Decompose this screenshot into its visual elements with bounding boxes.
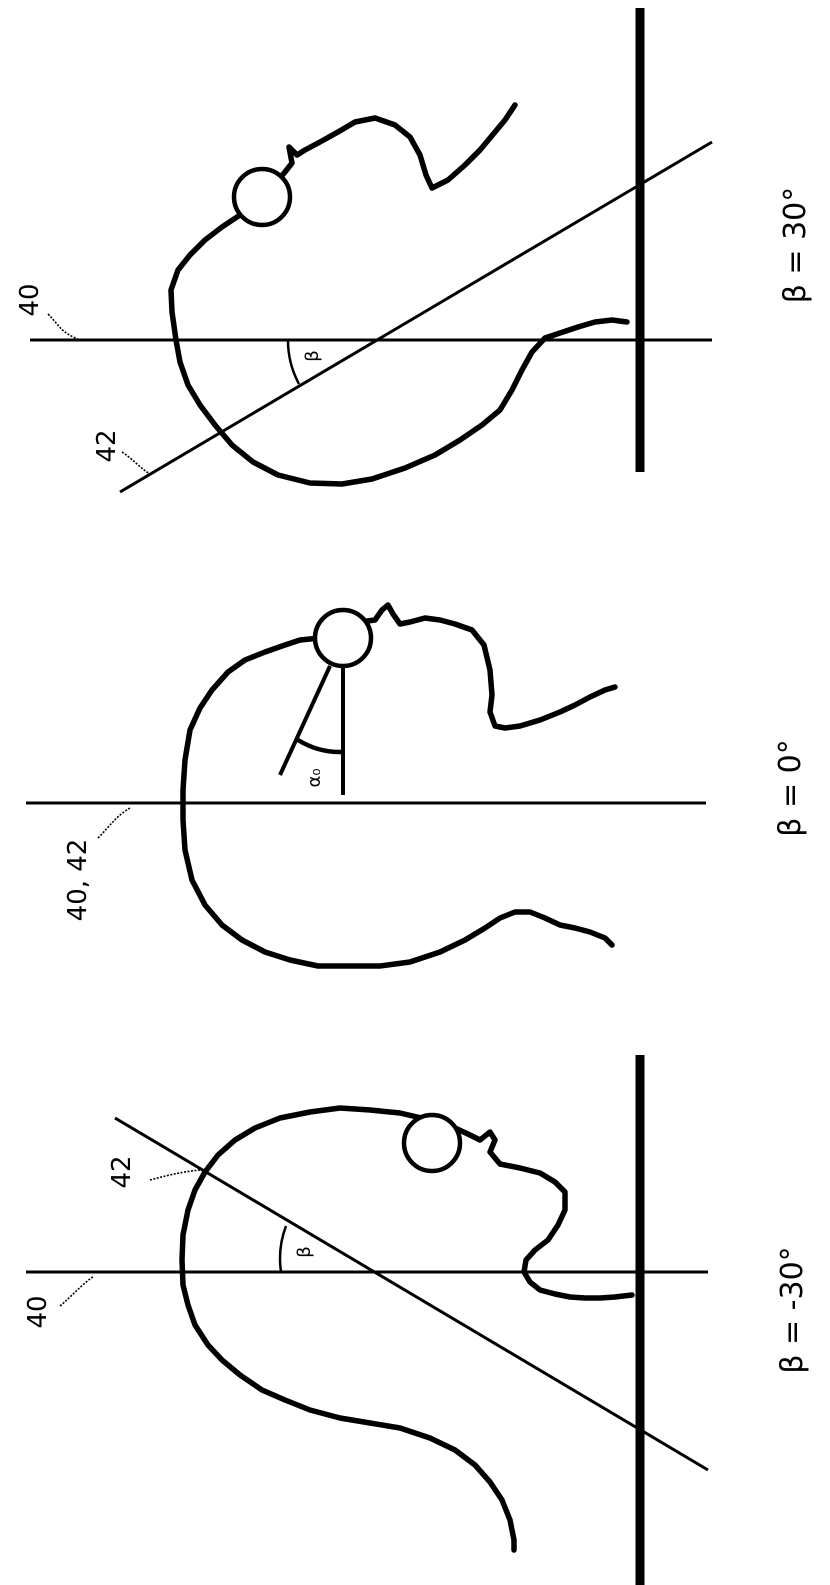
tilted-line-42	[119, 140, 713, 494]
tilted-line-42	[114, 1116, 709, 1472]
leader-40	[47, 313, 81, 341]
angle-arc-beta	[278, 1225, 288, 1273]
caption-beta-0: β = 0°	[773, 739, 808, 836]
ref-label-42: 42	[107, 1155, 137, 1188]
angle-arc-beta	[286, 339, 301, 385]
ref-label-40: 40	[15, 283, 45, 316]
head-profile-outline	[168, 102, 630, 487]
angle-label-alpha0: α₀	[304, 768, 325, 787]
caption-beta-minus-30: β = -30°	[775, 1246, 810, 1373]
leader-42	[121, 451, 151, 475]
angle-label-beta: β	[294, 1246, 315, 1258]
angle-arc-alpha0	[296, 738, 344, 755]
ref-label-40: 40	[23, 1295, 53, 1328]
caption-beta-plus-30: β = 30°	[778, 187, 813, 304]
head-profile-outline	[179, 1105, 635, 1553]
panel-beta-0: α₀ 40, 42 β = 0°	[26, 602, 808, 969]
ref-label-42: 42	[92, 429, 122, 462]
eye-icon	[401, 1112, 463, 1174]
head-profile-outline	[180, 602, 618, 969]
ref-label-40-42: 40, 42	[63, 839, 93, 922]
leader-40-42	[97, 807, 131, 839]
eye-icon	[312, 607, 374, 669]
angle-label-beta: β	[302, 350, 323, 362]
leader-40	[59, 1275, 95, 1307]
panel-beta-minus-30: β 40 42 β = -30°	[23, 1055, 810, 1585]
leader-42	[149, 1169, 201, 1181]
eye-icon	[231, 166, 293, 228]
panel-beta-plus-30: β 40 42 β = 30°	[15, 8, 813, 494]
sight-line-inclined	[278, 665, 332, 776]
